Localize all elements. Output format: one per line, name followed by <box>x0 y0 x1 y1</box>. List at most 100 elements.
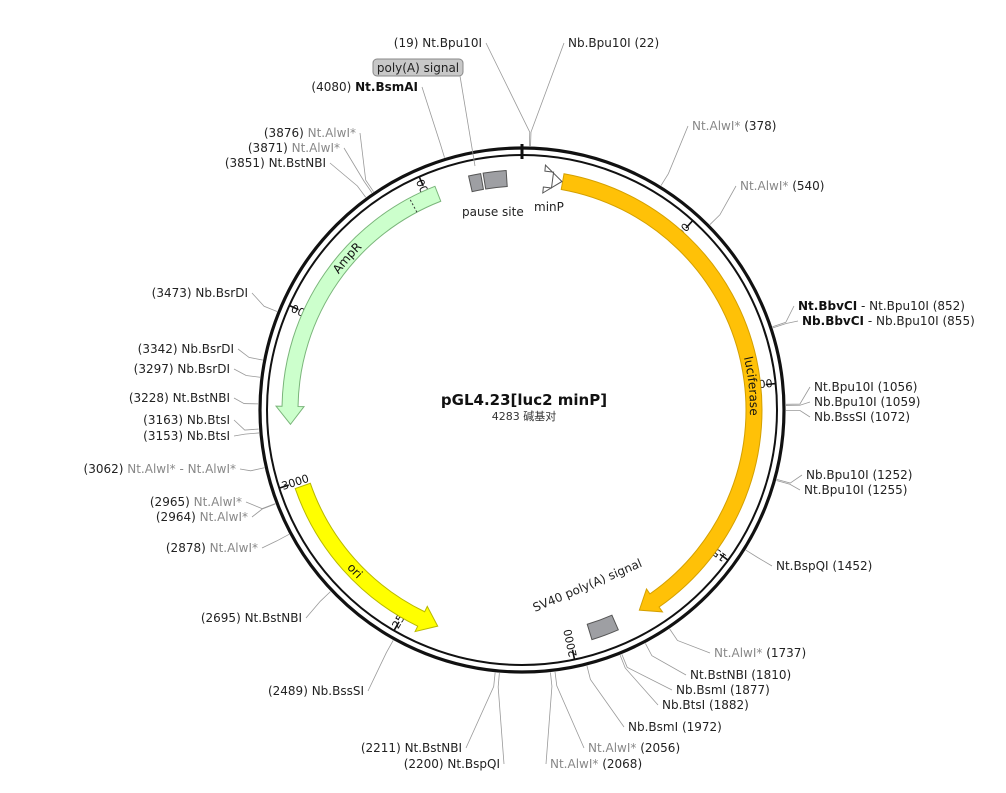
site-label: Nb.BssSI (1072) <box>814 410 910 424</box>
site-label-part: Nt.BstNBI <box>269 156 326 170</box>
site-leader <box>343 147 373 193</box>
site-label: Nb.Bpu10I (1252) <box>806 468 912 482</box>
site-label-part: Nb.Bpu10I <box>814 395 877 409</box>
site-leader <box>776 480 801 491</box>
site-label: Nb.BtsI (1882) <box>662 698 749 712</box>
site-leader <box>785 386 811 405</box>
site-label-part: (1882) <box>705 698 749 712</box>
site-label: Nb.BbvCI - Nb.Bpu10I (855) <box>802 314 975 328</box>
tick-mark <box>685 220 694 229</box>
site-label: (2200) Nt.BspQI <box>404 757 500 771</box>
feature-luciferase <box>560 173 763 613</box>
site-label: (4080) Nt.BsmAI <box>311 80 418 94</box>
site-label: (3342) Nb.BsrDI <box>138 342 234 356</box>
site-label-part: Nt.Bpu10I <box>422 36 482 50</box>
polya-signal-box-label: poly(A) signal <box>377 61 459 75</box>
site-label-part: (1059) <box>877 395 921 409</box>
site-leader <box>621 654 673 691</box>
polya-signal-box <box>372 58 464 77</box>
site-label: (3163) Nb.BtsI <box>143 413 230 427</box>
site-label-part: Nt.Bpu10I <box>814 380 874 394</box>
site-leader <box>669 628 711 654</box>
site-leader <box>329 162 366 198</box>
site-leader <box>776 474 803 484</box>
site-label-part: Nt.BstNBI <box>405 741 462 755</box>
site-label-part: Nt.BspQI <box>776 559 829 573</box>
site-label: Nt.BspQI (1452) <box>776 559 872 573</box>
site-leader <box>709 185 737 225</box>
tick-mark <box>765 382 776 386</box>
site-label-part: Nb.BbvCI <box>802 314 864 328</box>
site-leader <box>367 640 394 692</box>
site-leader <box>530 42 565 147</box>
site-label-part: (3871) <box>248 141 292 155</box>
site-label-part: (2489) <box>268 684 312 698</box>
plasmid-title: pGL4.23[luc2 minP] <box>441 391 607 409</box>
site-leader <box>485 42 531 147</box>
site-label: Nt.AlwI* (1737) <box>714 646 806 660</box>
site-label: (3473) Nb.BsrDI <box>152 286 248 300</box>
site-leader <box>545 672 553 765</box>
site-leader <box>251 292 278 312</box>
site-label: (3851) Nt.BstNBI <box>225 156 326 170</box>
site-label-part: Nt.AlwI* <box>692 119 740 133</box>
site-leader <box>233 368 261 378</box>
site-label-part: (855) <box>939 314 975 328</box>
site-label-part: (540) <box>788 179 824 193</box>
site-label-part: (3342) <box>138 342 182 356</box>
site-label-part: Nb.BsmI <box>676 683 726 697</box>
site-label: Nt.AlwI* (540) <box>740 179 825 193</box>
site-label-part: (3163) <box>143 413 187 427</box>
site-label-part: Nt.AlwI* <box>200 510 248 524</box>
site-label-part: (4080) <box>311 80 355 94</box>
tick-mark <box>289 304 299 311</box>
plasmid-length: 4283 碱基对 <box>492 409 557 423</box>
site-label-part: (1072) <box>866 410 910 424</box>
site-label-part: (3851) <box>225 156 269 170</box>
site-label-part: (3062) <box>84 462 128 476</box>
site-leader <box>261 533 290 549</box>
site-label-part: (3297) <box>134 362 178 376</box>
site-label-part: Nt.AlwI* <box>740 179 788 193</box>
site-label-part: (3228) <box>129 391 173 405</box>
site-label: Nt.AlwI* (378) <box>692 119 777 133</box>
site-label-part: Nt.AlwI* <box>292 141 340 155</box>
site-label-part: (1252) <box>869 468 913 482</box>
site-leader <box>772 305 795 328</box>
site-leader <box>421 86 445 158</box>
site-label-part: - Nb.Bpu10I <box>864 314 939 328</box>
site-label-part: Nb.BssSI <box>814 410 866 424</box>
feature-minp <box>542 164 563 194</box>
site-leader <box>497 672 505 765</box>
site-label-part: (2068) <box>598 757 642 771</box>
pause-site-label: pause site <box>462 205 524 219</box>
site-label: Nb.Bpu10I (1059) <box>814 395 920 409</box>
site-label-part: (22) <box>631 36 659 50</box>
site-label-part: (2211) <box>361 741 405 755</box>
site-label: (2489) Nb.BssSI <box>268 684 364 698</box>
site-leader <box>305 591 331 619</box>
site-leader <box>233 419 259 431</box>
feature-pause-site <box>482 169 508 190</box>
site-label-part: (2965) <box>150 495 194 509</box>
site-label: (2964) Nt.AlwI* <box>156 510 248 524</box>
site-label-part: (1810) <box>747 668 791 682</box>
site-label-part: (1877) <box>726 683 770 697</box>
site-label-part: Nb.BsmI <box>628 720 678 734</box>
site-label-part: Nb.BsrDI <box>177 362 230 376</box>
site-leader <box>251 503 276 518</box>
site-label: Nt.AlwI* (2056) <box>588 741 680 755</box>
tick-mark <box>279 484 290 489</box>
site-leader <box>554 671 585 749</box>
site-label-part: Nt.AlwI* - Nt.AlwI* <box>127 462 236 476</box>
site-label: Nb.BsmI (1972) <box>628 720 722 734</box>
site-label-part: Nt.AlwI* <box>588 741 636 755</box>
feature-sv40-poly-a-signal <box>586 614 619 641</box>
site-label: (3871) Nt.AlwI* <box>248 141 340 155</box>
site-label-part: (1737) <box>762 646 806 660</box>
site-label: Nb.BsmI (1877) <box>676 683 770 697</box>
site-label-part: Nb.BtsI <box>187 413 230 427</box>
site-label: (3228) Nt.BstNBI <box>129 391 230 405</box>
site-label-part: Nt.BbvCI <box>798 299 857 313</box>
